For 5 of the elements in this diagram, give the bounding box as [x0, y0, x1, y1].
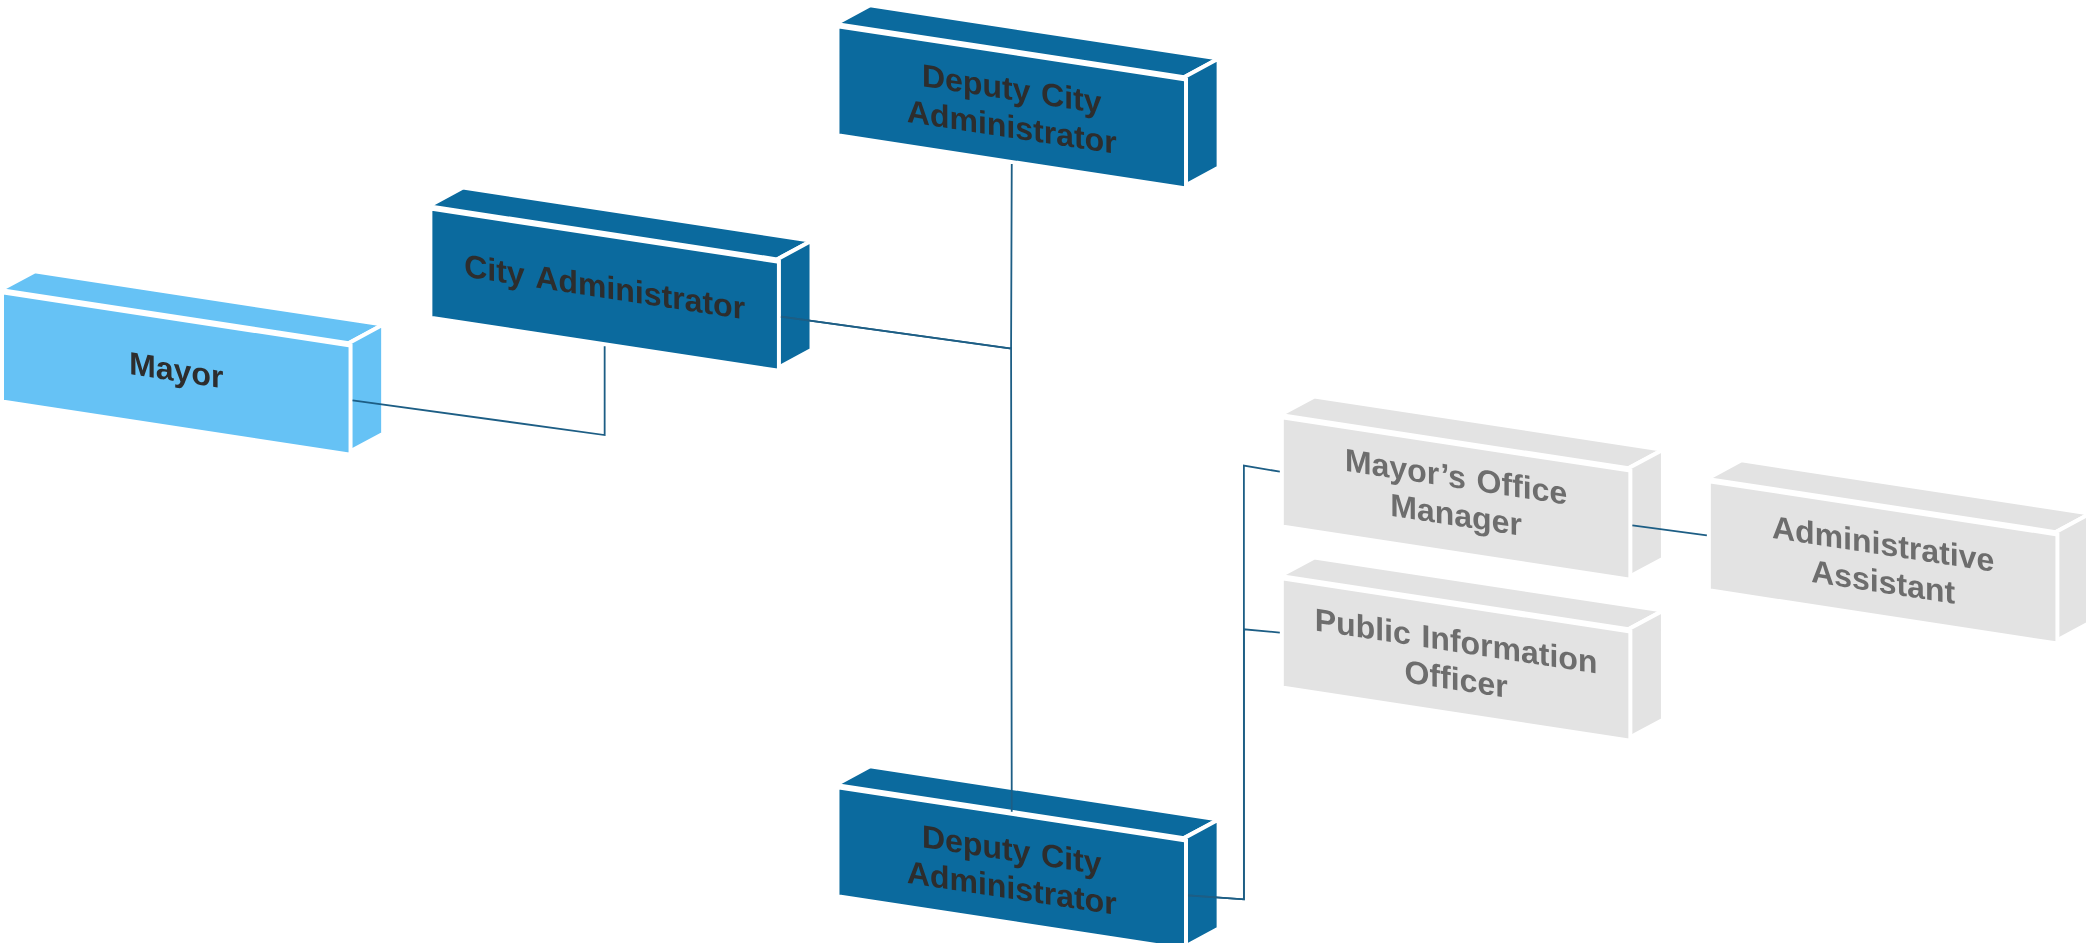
connector-line — [780, 315, 1013, 813]
org-box: Mayor — [0, 269, 390, 457]
connector-line — [351, 345, 606, 436]
connector-line — [1631, 524, 1708, 537]
connector-line — [1187, 628, 1281, 901]
